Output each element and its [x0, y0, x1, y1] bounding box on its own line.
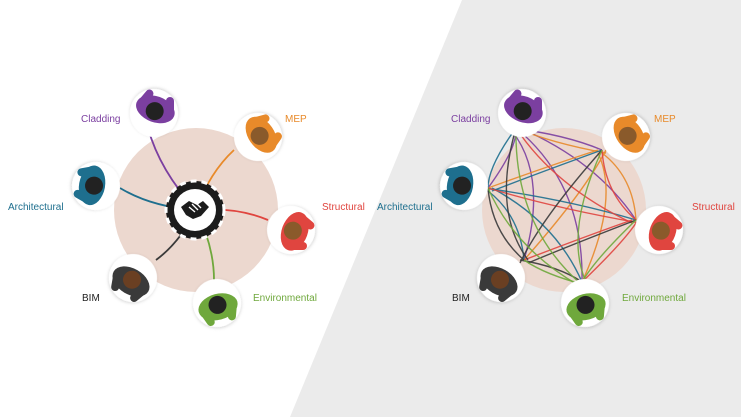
- arm: [77, 166, 98, 177]
- label-structural: Structural: [692, 202, 735, 213]
- head: [618, 126, 637, 145]
- arm: [479, 271, 490, 292]
- hub-ring-dashes: [164, 179, 226, 241]
- mesh-connection: [601, 149, 637, 221]
- head: [651, 221, 670, 240]
- head: [283, 221, 302, 240]
- mesh-connection: [505, 127, 529, 261]
- label-structural: Structural: [322, 202, 365, 213]
- arm: [287, 242, 307, 250]
- head: [85, 176, 104, 195]
- arm: [635, 132, 650, 151]
- arm: [227, 300, 237, 321]
- arm: [617, 114, 638, 126]
- person-structural: [267, 206, 315, 254]
- arm: [267, 132, 282, 151]
- head: [491, 270, 509, 289]
- person-structural: [635, 206, 683, 254]
- head: [250, 126, 269, 145]
- head: [145, 102, 164, 121]
- person-mep: [234, 113, 282, 161]
- handshake-icon: [181, 201, 209, 219]
- arm: [498, 286, 516, 302]
- label-cladding: Cladding: [81, 114, 120, 125]
- person-cladding: [498, 89, 546, 137]
- mesh-connection: [487, 127, 517, 189]
- person-mep: [602, 113, 650, 161]
- arm: [505, 89, 522, 107]
- mesh-connection: [515, 127, 583, 286]
- person-architectural: [72, 162, 120, 210]
- mesh-connection: [491, 187, 583, 283]
- person-architectural: [440, 162, 488, 210]
- mesh-connection: [487, 187, 641, 224]
- mesh-connection: [483, 187, 637, 221]
- arm: [534, 97, 542, 117]
- participants: [72, 89, 315, 327]
- arm: [595, 300, 605, 321]
- person-bim: [477, 254, 525, 302]
- arm: [445, 166, 466, 177]
- person-environmental: [561, 279, 609, 327]
- left-diagram: Cladding MEP Architectural Structural BI…: [8, 89, 365, 327]
- arm: [137, 89, 154, 107]
- label-environmental: Environmental: [253, 293, 317, 304]
- arm: [441, 189, 460, 204]
- arm: [567, 308, 583, 327]
- head: [453, 176, 472, 195]
- arm: [130, 286, 148, 302]
- label-mep: MEP: [285, 114, 307, 125]
- mesh-connection: [487, 187, 579, 286]
- head: [123, 270, 141, 289]
- mesh-connection: [515, 127, 633, 224]
- arm: [655, 242, 675, 250]
- arm: [73, 189, 92, 204]
- mesh-connection: [491, 149, 603, 192]
- head: [208, 295, 227, 314]
- arm: [199, 308, 215, 327]
- arm: [297, 213, 315, 230]
- right-diagram: Cladding MEP Architectural Structural BI…: [377, 89, 735, 327]
- label-mep: MEP: [654, 114, 676, 125]
- mesh-connection: [515, 127, 583, 283]
- hub: [164, 179, 226, 241]
- person-environmental: [193, 279, 241, 327]
- label-cladding: Cladding: [451, 114, 490, 125]
- participants: [440, 89, 683, 327]
- mesh-connection: [487, 149, 599, 189]
- head: [576, 295, 595, 314]
- label-architectural: Architectural: [377, 202, 433, 213]
- arm: [249, 114, 270, 126]
- mesh-connection: [581, 219, 637, 283]
- mesh-connection: [577, 149, 603, 283]
- label-architectural: Architectural: [8, 202, 64, 213]
- head: [513, 102, 532, 121]
- mesh-connection: [601, 152, 637, 221]
- person-cladding: [130, 89, 178, 137]
- arm: [166, 97, 174, 117]
- person-bim: [109, 254, 157, 302]
- mesh-connection: [511, 130, 535, 261]
- arm: [111, 271, 122, 292]
- label-environmental: Environmental: [622, 293, 686, 304]
- label-bim: BIM: [452, 293, 470, 304]
- mesh-connection: [519, 149, 603, 264]
- label-bim: BIM: [82, 293, 100, 304]
- mesh-connection: [487, 187, 525, 261]
- arm: [665, 213, 683, 230]
- mesh-connection: [581, 222, 637, 283]
